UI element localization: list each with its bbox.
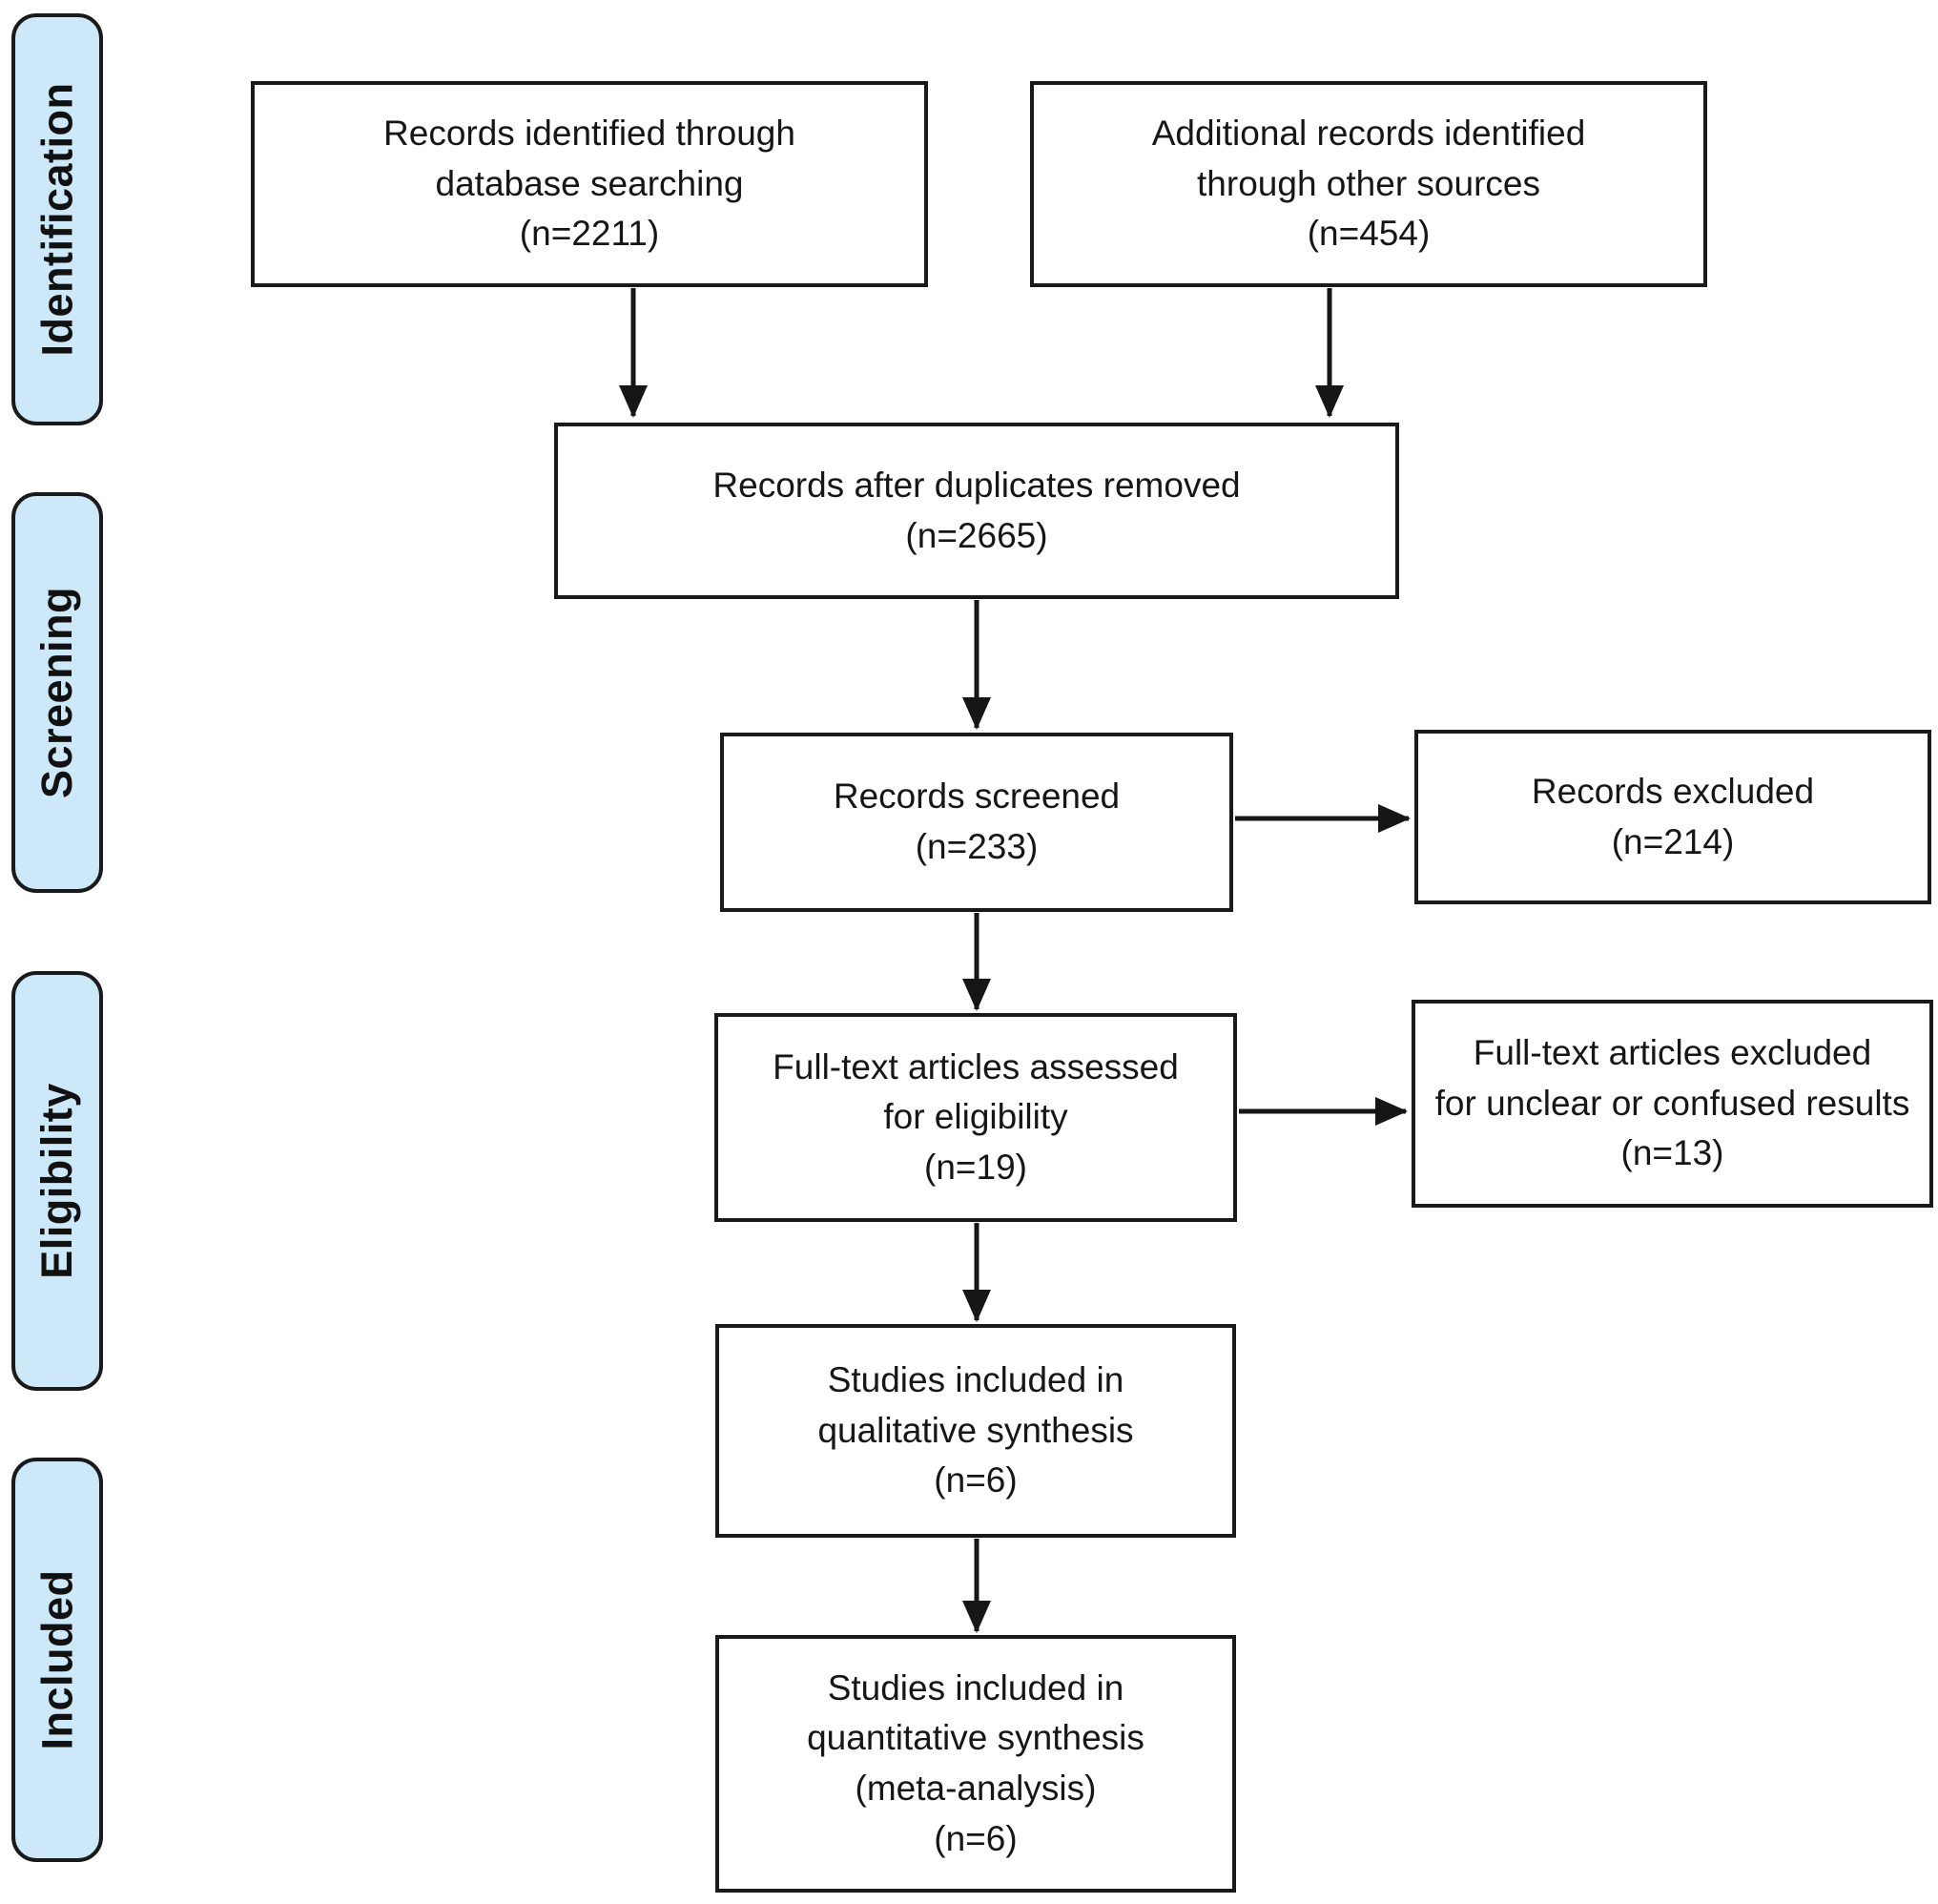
stage-eligibility: Eligibility	[11, 971, 103, 1391]
box-records-excluded: Records excluded (n=214)	[1414, 730, 1931, 904]
box-studies-quantitative-text: Studies included in quantitative synthes…	[807, 1667, 1144, 1858]
box-fulltext-assessed: Full-text articles assessed for eligibil…	[714, 1013, 1237, 1222]
box-studies-quantitative: Studies included in quantitative synthes…	[715, 1635, 1236, 1893]
box-records-screened-text: Records screened (n=233)	[833, 776, 1121, 866]
box-additional-records-other: Additional records identified through ot…	[1030, 81, 1707, 287]
box-records-identified-database: Records identified through database sear…	[251, 81, 928, 287]
box-additional-records-other-text: Additional records identified through ot…	[1151, 114, 1586, 254]
stage-included-label: Included	[32, 1569, 82, 1750]
box-records-excluded-text: Records excluded (n=214)	[1531, 771, 1815, 861]
box-records-identified-database-text: Records identified through database sear…	[383, 114, 795, 254]
stage-included: Included	[11, 1458, 103, 1862]
box-fulltext-excluded: Full-text articles excluded for unclear …	[1412, 1000, 1933, 1208]
box-records-after-duplicates-text: Records after duplicates removed (n=2665…	[712, 465, 1241, 555]
stage-eligibility-label: Eligibility	[32, 1083, 81, 1279]
box-fulltext-assessed-text: Full-text articles assessed for eligibil…	[773, 1046, 1179, 1187]
stage-identification: Identification	[11, 13, 103, 425]
box-studies-qualitative-text: Studies included in qualitative synthesi…	[817, 1360, 1134, 1500]
box-studies-qualitative: Studies included in qualitative synthesi…	[715, 1324, 1236, 1538]
box-records-after-duplicates: Records after duplicates removed (n=2665…	[554, 423, 1399, 599]
box-fulltext-excluded-text: Full-text articles excluded for unclear …	[1434, 1033, 1910, 1173]
box-records-screened: Records screened (n=233)	[720, 733, 1233, 912]
stage-identification-label: Identification	[32, 82, 81, 357]
stage-screening: Screening	[11, 492, 103, 893]
stage-screening-label: Screening	[32, 586, 82, 799]
